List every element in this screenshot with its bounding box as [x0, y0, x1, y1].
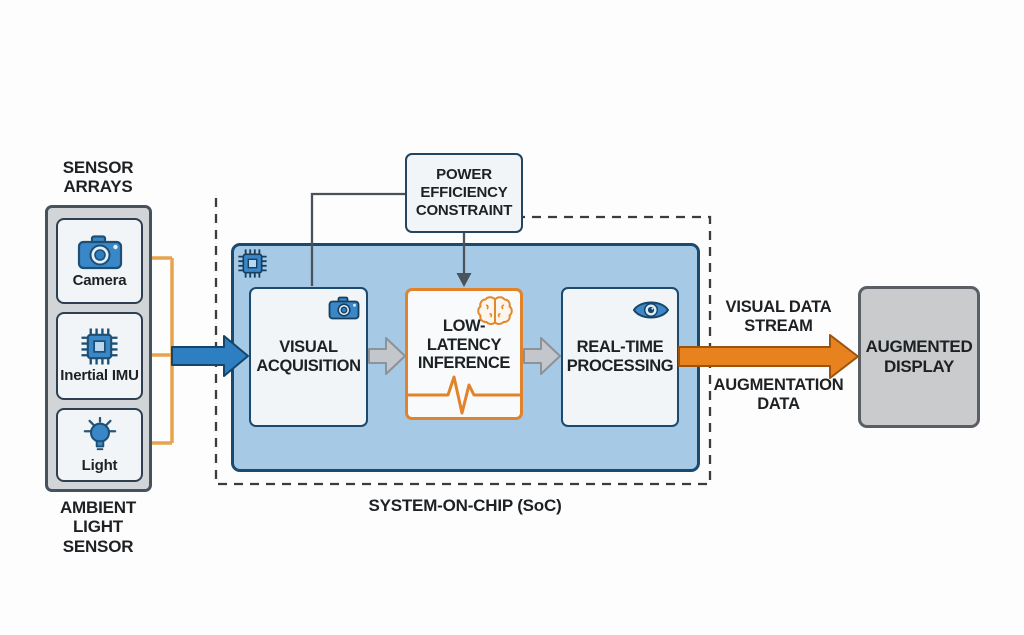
- chip-icon-shape: [81, 328, 118, 365]
- stage-real-time-processing: REAL-TIME PROCESSING: [561, 287, 679, 427]
- sensor-label-light: Light: [81, 456, 118, 474]
- soc-to-display-arrow: [678, 334, 859, 379]
- augmented-display-label: AUGMENTED DISPLAY: [865, 336, 973, 376]
- sensor-arrays-title: SENSOR ARRAYS: [62, 157, 134, 196]
- eye-icon-shape: [632, 301, 670, 319]
- stage-label-visual-acquisition: VISUAL ACQUISITION: [256, 338, 361, 375]
- eye-icon: [632, 301, 670, 319]
- power-efficiency-constraint-box: POWER EFFICIENCY CONSTRAINT: [405, 153, 523, 233]
- soc-caption: SYSTEM-ON-CHIP (SoC): [368, 496, 562, 516]
- stage-low-latency-inference: LOW-LATENCY INFERENCE: [405, 288, 523, 420]
- chip-icon: [81, 328, 118, 365]
- lightbulb-icon: [83, 416, 116, 450]
- camera-icon: [77, 235, 122, 269]
- stage-visual-acquisition: VISUAL ACQUISITION: [249, 287, 368, 427]
- sensor-label-camera: Camera: [72, 271, 127, 289]
- augmentation-data-label: AUGMENTATION DATA: [713, 376, 844, 413]
- ambient-light-sensor-caption: AMBIENT LIGHT SENSOR: [59, 498, 137, 556]
- sensor-box-light: Light: [56, 408, 143, 482]
- sensor-label-imu: Inertial IMU: [60, 367, 139, 385]
- heartbeat-pulse-line: [408, 375, 520, 415]
- lightbulb-icon-shape: [83, 416, 116, 450]
- power-efficiency-constraint-label: POWER EFFICIENCY CONSTRAINT: [415, 165, 513, 220]
- augmented-display-box: AUGMENTED DISPLAY: [858, 286, 980, 428]
- sensor-panel: Camera Inertial IMU Light: [45, 205, 152, 492]
- sensor-box-imu: Inertial IMU: [56, 312, 143, 400]
- camera-icon-shape: [328, 296, 360, 320]
- soc-chip-icon-shape: [238, 249, 267, 278]
- sensor-box-camera: Camera: [56, 218, 143, 304]
- camera-icon: [328, 296, 360, 320]
- soc-chip-icon: [238, 249, 267, 278]
- camera-icon-shape: [77, 235, 122, 269]
- visual-data-stream-label: VISUAL DATA STREAM: [725, 298, 832, 335]
- stage-label-real-time-processing: REAL-TIME PROCESSING: [566, 338, 674, 375]
